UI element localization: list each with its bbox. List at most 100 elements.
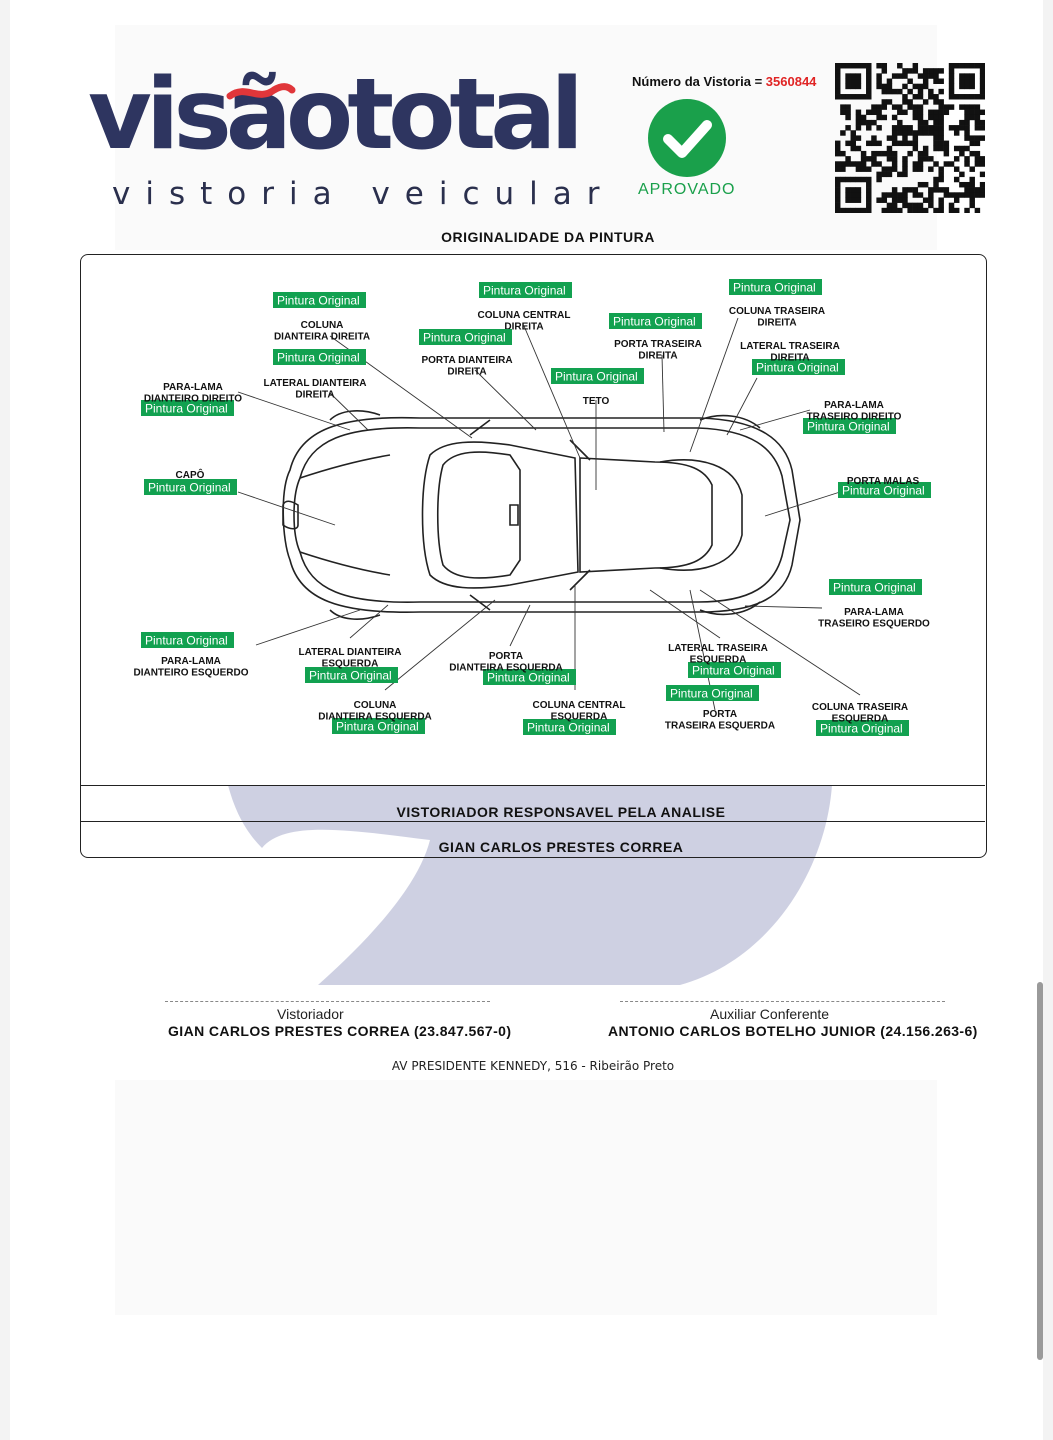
- qr-module: [969, 114, 975, 121]
- qr-module: [897, 125, 903, 131]
- paint-status-tag: [141, 632, 234, 648]
- qr-module: [959, 181, 965, 188]
- qr-module: [922, 119, 929, 126]
- qr-module: [933, 207, 939, 213]
- qr-module: [922, 207, 929, 213]
- qr-module: [928, 68, 934, 74]
- qr-module: [922, 73, 929, 79]
- part-name-label: COLUNA CENTRAL: [533, 700, 626, 711]
- qr-module: [876, 171, 882, 178]
- qr-module: [902, 156, 908, 162]
- address: AV PRESIDENTE KENNEDY, 516 - Ribeirão Pr…: [391, 1059, 675, 1073]
- qr-module: [969, 187, 975, 193]
- qr-module: [912, 135, 919, 141]
- qr-module: [917, 119, 924, 126]
- qr-module: [938, 130, 944, 136]
- qr-module: [876, 83, 882, 90]
- qr-module: [938, 145, 944, 152]
- qr-module: [860, 94, 867, 100]
- part-name-label: DIREITA: [770, 353, 809, 364]
- qr-module: [969, 166, 975, 172]
- qr-module: [917, 104, 924, 110]
- qr-module: [922, 197, 929, 203]
- qr-module: [866, 109, 872, 116]
- signature-line-right: [620, 1001, 945, 1002]
- paint-status-tag: [666, 685, 759, 701]
- qr-module: [850, 187, 856, 193]
- qr-module: [964, 187, 970, 193]
- qr-module: [840, 109, 846, 116]
- qr-module: [871, 104, 877, 110]
- qr-module: [928, 73, 934, 79]
- qr-module: [964, 135, 970, 141]
- qr-module: [943, 192, 950, 198]
- qr-module: [912, 166, 919, 172]
- qr-module: [886, 145, 893, 152]
- qr-module: [938, 176, 944, 183]
- paint-status-text: Pintura Original: [555, 370, 638, 384]
- qr-module: [855, 207, 862, 213]
- paint-status-text: Pintura Original: [833, 581, 916, 595]
- qr-module: [938, 109, 944, 116]
- paint-status-text: Pintura Original: [670, 687, 753, 701]
- qr-module: [876, 125, 882, 131]
- qr-module: [969, 181, 975, 188]
- part-name-label: DIREITA: [504, 322, 543, 333]
- qr-module: [881, 192, 888, 198]
- qr-module: [979, 109, 985, 116]
- qr-module: [917, 109, 924, 116]
- part-name-label: PORTA MALAS: [847, 476, 920, 487]
- qr-module: [979, 94, 985, 100]
- qr-module: [850, 197, 856, 203]
- qr-module: [886, 202, 893, 209]
- qr-module: [860, 161, 867, 167]
- qr-module: [845, 104, 851, 110]
- qr-module: [938, 166, 944, 172]
- qr-module: [964, 63, 970, 69]
- paint-status-text: Pintura Original: [336, 720, 419, 734]
- paint-status-text: Pintura Original: [820, 722, 903, 736]
- qr-module: [891, 202, 898, 209]
- qr-module: [917, 130, 924, 136]
- qr-module: [835, 68, 841, 74]
- qr-module: [917, 88, 924, 95]
- paint-status-text: Pintura Original: [483, 284, 566, 298]
- qr-module: [840, 94, 846, 100]
- qr-module: [860, 119, 867, 126]
- qr-module: [938, 88, 944, 95]
- qr-module: [866, 119, 872, 126]
- part-name-label: PARA-LAMA: [824, 400, 884, 411]
- qr-module: [871, 140, 877, 147]
- qr-module: [866, 192, 872, 198]
- qr-module: [974, 125, 981, 131]
- qr-module: [907, 99, 913, 105]
- qr-module: [948, 192, 955, 198]
- qr-module: [850, 192, 856, 198]
- qr-module: [974, 94, 981, 100]
- qr-module: [922, 99, 929, 105]
- qr-module: [835, 63, 841, 69]
- qr-module: [943, 161, 950, 167]
- qr-module: [881, 197, 888, 203]
- qr-module: [866, 187, 872, 193]
- qr-module: [969, 63, 975, 69]
- qr-module: [964, 125, 970, 131]
- qr-module: [850, 135, 856, 141]
- qr-module: [953, 63, 960, 69]
- qr-module: [891, 192, 898, 198]
- qr-module: [891, 135, 898, 141]
- qr-module: [948, 78, 955, 84]
- scrollbar[interactable]: [1037, 982, 1043, 1360]
- qr-module: [974, 114, 981, 121]
- qr-module: [907, 130, 913, 136]
- qr-module: [866, 140, 872, 147]
- qr-module: [850, 73, 856, 79]
- qr-module: [902, 197, 908, 203]
- qr-module: [938, 99, 944, 105]
- part-name-label: PARA-LAMA: [161, 656, 221, 667]
- signature-role-right: Auxiliar Conferente: [710, 1006, 830, 1022]
- qr-module: [886, 192, 893, 198]
- qr-module: [876, 161, 882, 167]
- qr-module: [840, 207, 846, 213]
- qr-module: [891, 207, 898, 213]
